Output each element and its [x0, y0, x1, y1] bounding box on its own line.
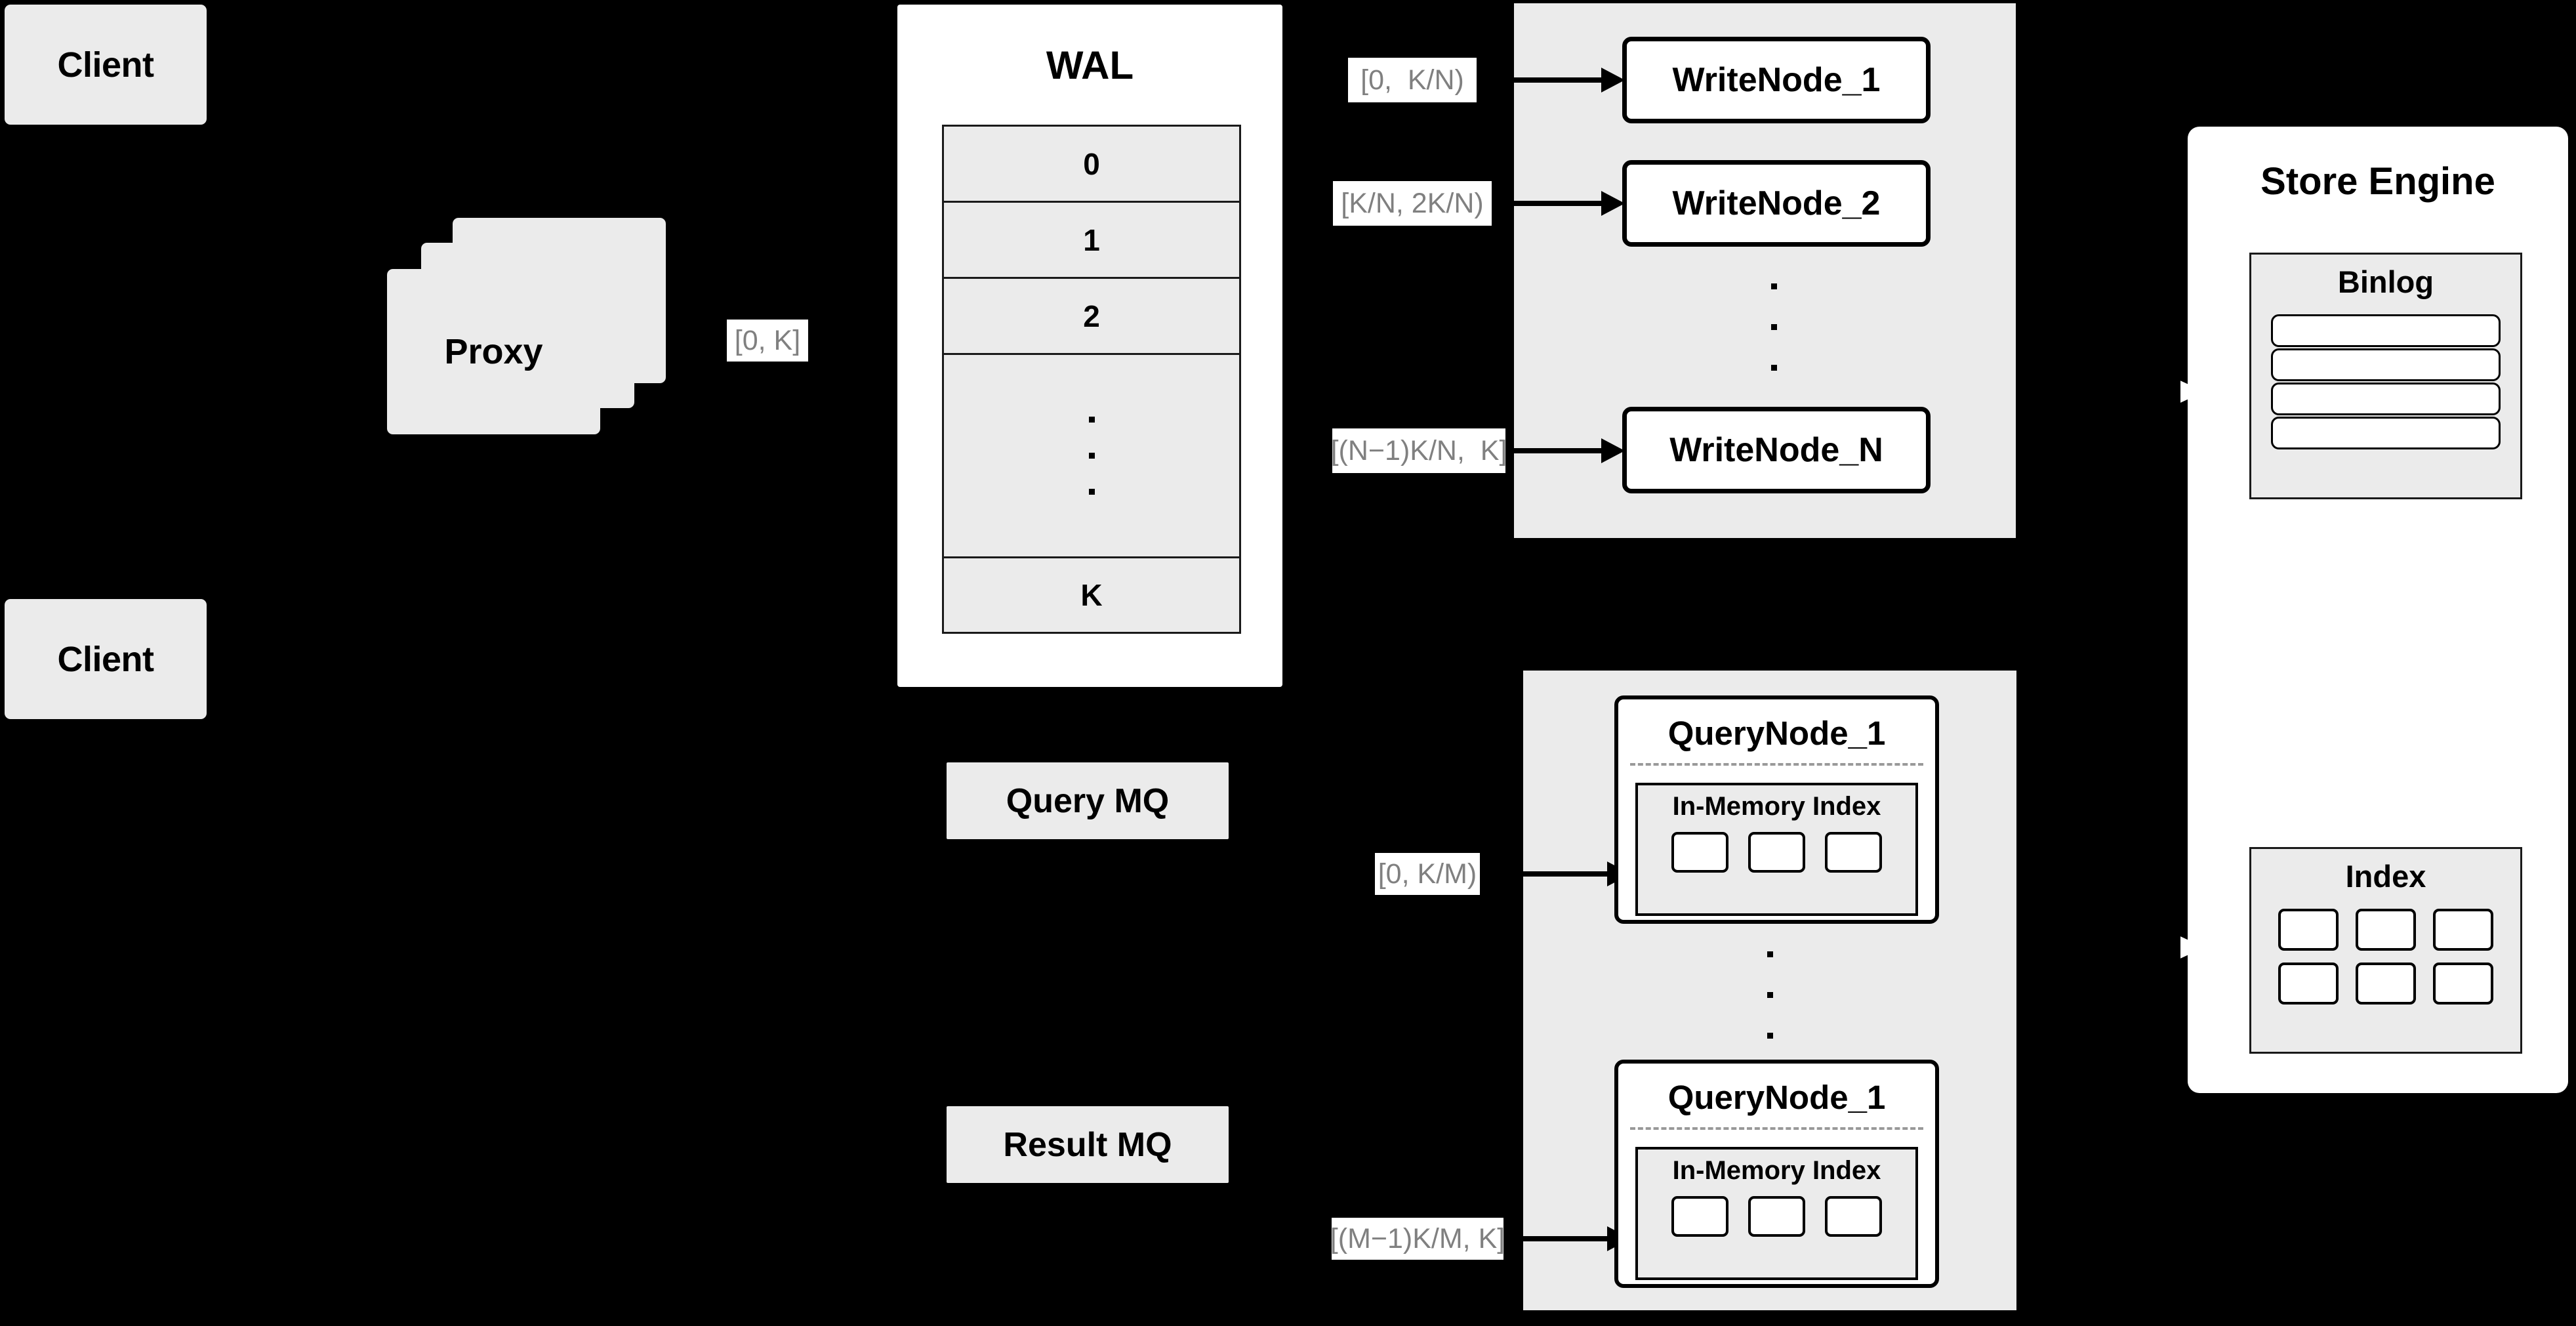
query-node-m-in-memory-index: In-Memory Index: [1635, 1147, 1918, 1280]
arrow-line-to-index: [2142, 945, 2188, 949]
wal-vertical-ellipsis-icon: [1088, 417, 1095, 495]
wal-title: WAL: [1046, 43, 1134, 87]
wal-row-1-label: 1: [1083, 222, 1100, 257]
wal-row-0[interactable]: 0: [944, 127, 1239, 203]
arrow-line-to-query-node-m: [1523, 1236, 1608, 1241]
arrow-head-to-write-node-1: [1601, 68, 1625, 93]
wal-row-k[interactable]: K: [944, 558, 1239, 632]
binlog-bars: [2271, 314, 2501, 449]
wal-row-ellipsis: [944, 355, 1239, 558]
wal-row-0-label: 0: [1083, 146, 1100, 181]
query-node-1-range-text: [0, K/M): [1378, 858, 1477, 890]
query-node-1-index-cell[interactable]: [1825, 832, 1882, 873]
query-mq-label: Query MQ: [1006, 781, 1170, 820]
query-node-m-index-cell[interactable]: [1825, 1196, 1882, 1237]
client-label-1: Client: [57, 45, 154, 85]
client-box-1[interactable]: Client: [5, 5, 207, 125]
proxy-label: Proxy: [444, 332, 543, 371]
query-node-m-index-cell[interactable]: [1748, 1196, 1805, 1237]
proxy-output-range-text: [0, K]: [734, 324, 801, 356]
write-node-vertical-ellipsis-icon: [1771, 283, 1777, 371]
proxy-box[interactable]: Proxy: [387, 269, 600, 434]
index-cell[interactable]: [2278, 909, 2339, 951]
query-node-m-divider: [1630, 1127, 1923, 1130]
result-mq-label: Result MQ: [1003, 1125, 1172, 1164]
binlog-bar[interactable]: [2271, 314, 2501, 347]
index-title: Index: [2345, 859, 2426, 894]
index-cell[interactable]: [2356, 909, 2416, 951]
index-cell[interactable]: [2433, 909, 2493, 951]
write-node-1[interactable]: WriteNode_1: [1622, 37, 1931, 123]
write-node-n-range-tag: [(N−1)K/N, K]: [1330, 428, 1507, 473]
write-node-n[interactable]: WriteNode_N: [1622, 407, 1931, 493]
query-node-1-index-cells: [1638, 832, 1915, 873]
wal-table: 0 1 2 K: [942, 125, 1241, 634]
binlog-bar[interactable]: [2271, 348, 2501, 381]
index-cell[interactable]: [2433, 963, 2493, 1005]
query-node-1-title: QueryNode_1: [1667, 715, 1886, 752]
wal-row-1[interactable]: 1: [944, 203, 1239, 280]
query-node-1[interactable]: QueryNode_1 In-Memory Index: [1614, 695, 1939, 924]
arrow-line-to-write-node-1: [1514, 77, 1603, 83]
arrow-line-to-query-node-1: [1523, 871, 1608, 877]
binlog-bar[interactable]: [2271, 417, 2501, 449]
wal-row-2[interactable]: 2: [944, 279, 1239, 356]
write-node-n-range-text: [(N−1)K/N, K]: [1330, 434, 1507, 466]
write-node-2-range-text: [K/N, 2K/N): [1341, 187, 1484, 219]
write-node-n-label: WriteNode_N: [1669, 431, 1883, 469]
query-node-m-index-cells: [1638, 1196, 1915, 1237]
arrow-line-to-write-node-n: [1514, 448, 1603, 453]
index-cell[interactable]: [2356, 963, 2416, 1005]
query-node-1-index-cell[interactable]: [1748, 832, 1805, 873]
query-node-m-range-tag: [(M−1)K/M, K]: [1330, 1218, 1505, 1260]
query-node-1-index-cell[interactable]: [1671, 832, 1728, 873]
query-node-m[interactable]: QueryNode_1 In-Memory Index: [1614, 1060, 1939, 1288]
store-engine-panel: Store Engine Binlog Index: [2188, 127, 2568, 1093]
query-node-1-divider: [1630, 763, 1923, 766]
proxy-output-range-tag: [0, K]: [727, 320, 808, 362]
wal-row-k-label: K: [1080, 577, 1103, 612]
binlog-title: Binlog: [2337, 264, 2434, 299]
index-panel: Index: [2249, 847, 2522, 1054]
arrow-line-to-binlog: [2142, 389, 2188, 394]
query-node-1-in-memory-index: In-Memory Index: [1635, 783, 1918, 916]
query-node-m-in-memory-index-title: In-Memory Index: [1672, 1156, 1881, 1185]
query-node-1-in-memory-index-title: In-Memory Index: [1672, 792, 1881, 821]
result-mq-box[interactable]: Result MQ: [947, 1106, 1229, 1183]
arrow-line-to-write-node-2: [1514, 201, 1603, 206]
query-mq-box[interactable]: Query MQ: [947, 762, 1229, 839]
wal-row-2-label: 2: [1083, 299, 1100, 333]
binlog-panel: Binlog: [2249, 253, 2522, 499]
arrow-head-to-write-node-2: [1601, 191, 1625, 216]
client-label-2: Client: [57, 639, 154, 679]
query-node-1-range-tag: [0, K/M): [1375, 853, 1480, 895]
write-node-2-range-tag: [K/N, 2K/N): [1333, 181, 1492, 226]
query-node-vertical-ellipsis-icon: [1767, 951, 1773, 1039]
client-box-2[interactable]: Client: [5, 599, 207, 719]
write-node-1-range-text: [0, K/N): [1360, 64, 1464, 96]
wal-panel: WAL 0 1 2 K: [897, 5, 1282, 687]
query-node-m-index-cell[interactable]: [1671, 1196, 1728, 1237]
write-node-1-label: WriteNode_1: [1672, 61, 1881, 99]
store-engine-title: Store Engine: [2260, 160, 2495, 203]
write-node-2[interactable]: WriteNode_2: [1622, 160, 1931, 247]
query-node-m-title: QueryNode_1: [1667, 1079, 1886, 1116]
arrow-head-to-write-node-n: [1601, 438, 1625, 463]
write-node-2-label: WriteNode_2: [1672, 184, 1881, 222]
index-cells-grid: [2251, 909, 2520, 1005]
binlog-bar[interactable]: [2271, 383, 2501, 415]
write-node-1-range-tag: [0, K/N): [1348, 58, 1477, 102]
index-cell[interactable]: [2278, 963, 2339, 1005]
query-node-m-range-text: [(M−1)K/M, K]: [1330, 1222, 1505, 1254]
